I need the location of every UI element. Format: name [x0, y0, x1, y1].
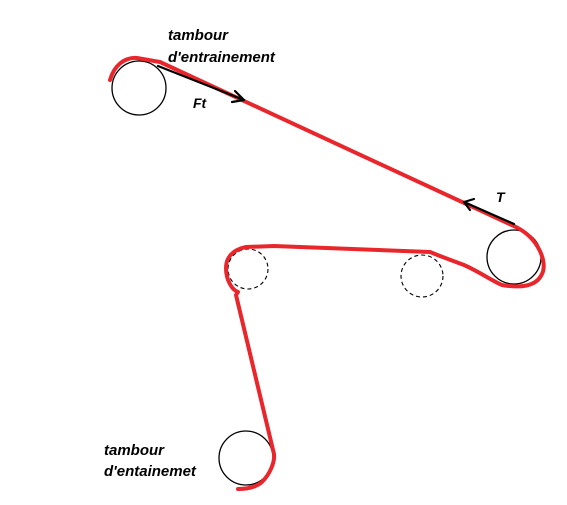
top-left-drive-drum: [111, 60, 167, 116]
bottom-drive-drum-label-line1: tambour: [104, 442, 164, 459]
force-t-arrow: [462, 197, 516, 226]
force-ft-arrow-shaft: [156, 64, 246, 102]
force-t-arrow-head: [462, 197, 476, 212]
bottom-drive-drum-label-line2: d'entainemet: [104, 463, 196, 480]
force-ft-arrow-head: [230, 89, 246, 104]
force-ft-arrow: [156, 64, 246, 104]
force-t-arrow-shaft: [462, 200, 516, 226]
top-drive-drum-label-line2: d'entrainement: [168, 49, 275, 66]
force-ft-label: Ft: [193, 95, 207, 111]
top-drive-drum-label-line1: tambour: [168, 27, 228, 44]
conveyor-belt: [108, 55, 546, 491]
middle-idler-pulley: [400, 254, 444, 298]
left-idler-pulley: [227, 248, 269, 290]
force-t-label: T: [496, 189, 505, 205]
